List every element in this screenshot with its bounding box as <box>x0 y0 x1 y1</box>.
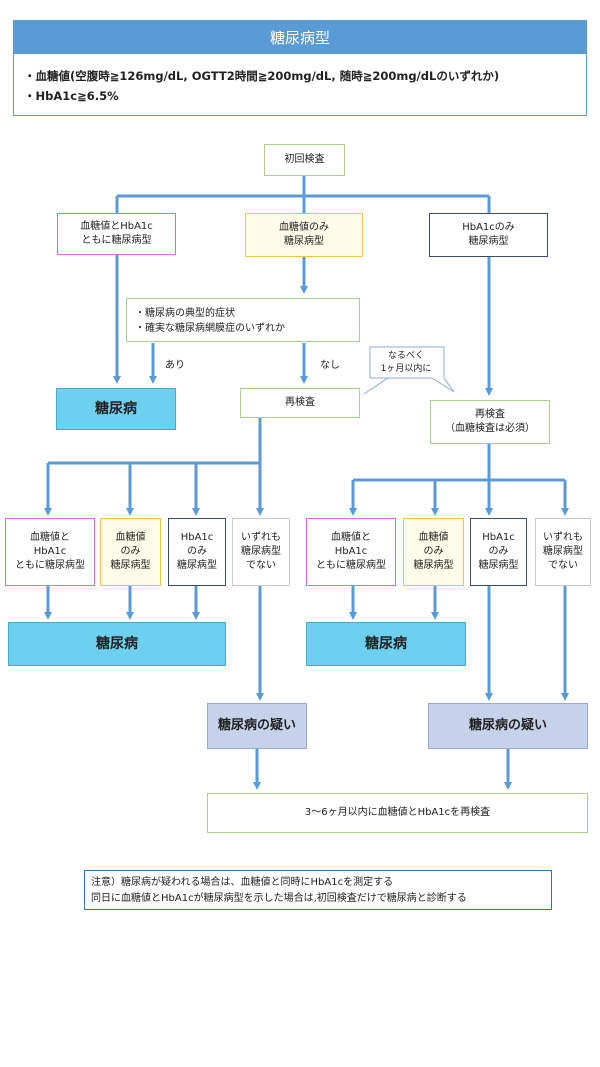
left-result-both-line3: ともに糖尿病型 <box>15 560 85 571</box>
diagnosis-box-right: 糖尿病 <box>306 622 466 666</box>
diagnosis-box-left: 糖尿病 <box>8 622 226 666</box>
suspected-box-left: 糖尿病の疑い <box>207 703 307 749</box>
branch-glucose-line1: 血糖値のみ <box>279 222 329 233</box>
criteria-hba1c: ・HbA1c≧6.5% <box>24 89 119 103</box>
branch-both-line1: 血糖値とHbA1c <box>80 221 153 232</box>
diagnosis-label-left: 糖尿病 <box>96 636 138 652</box>
left-result-hba1c-line1: HbA1c <box>180 532 214 543</box>
branch-hba1c-box: HbA1cのみ 糖尿病型 <box>429 213 548 257</box>
branch-glucose-line2: 糖尿病型 <box>284 236 324 247</box>
right-result-hba1c-line1: HbA1c <box>482 532 515 543</box>
left-result-none: いずれも 糖尿病型 でない <box>232 518 290 586</box>
suspected-label-right: 糖尿病の疑い <box>468 718 547 733</box>
branch-both-line2: ともに糖尿病型 <box>81 235 152 246</box>
note-box: 注意）糖尿病が疑われる場合は、血糖値と同時にHbA1cを測定する 同日に血糖値と… <box>84 870 552 910</box>
left-result-none-line2: 糖尿病型 <box>241 546 281 557</box>
callout-text: なるべく 1ヶ月以内に <box>370 350 442 376</box>
retest-right-line1: 再検査 <box>475 409 505 420</box>
left-result-glucose-line3: 糖尿病型 <box>110 560 151 571</box>
left-result-glucose-line1: 血糖値 <box>115 532 146 543</box>
note-line2: 同日に血糖値とHbA1cが糖尿病型を示した場合は,初回検査だけで糖尿病と診断する <box>91 893 467 904</box>
right-result-both-line2: HbA1c <box>334 546 368 557</box>
label-no: なし <box>320 360 340 371</box>
retest-left-label: 再検査 <box>285 397 315 408</box>
criteria-box: ・血糖値(空腹時≧126mg/dL, OGTT2時間≧200mg/dL, 随時≧… <box>13 54 587 116</box>
diagnosis-label-right: 糖尿病 <box>365 636 407 652</box>
header-title: 糖尿病型 <box>13 20 587 54</box>
right-result-hba1c: HbA1c のみ 糖尿病型 <box>470 518 527 586</box>
right-result-both: 血糖値と HbA1c ともに糖尿病型 <box>306 518 396 586</box>
right-result-both-line3: ともに糖尿病型 <box>316 560 386 571</box>
right-result-none-line2: 糖尿病型 <box>543 546 583 557</box>
left-result-hba1c: HbA1c のみ 糖尿病型 <box>168 518 226 586</box>
condition-line1: ・糖尿病の典型的症状 <box>135 308 235 319</box>
left-result-both: 血糖値と HbA1c ともに糖尿病型 <box>5 518 95 586</box>
left-result-none-line3: でない <box>246 560 276 571</box>
right-result-glucose: 血糖値 のみ 糖尿病型 <box>403 518 464 586</box>
left-result-both-line1: 血糖値と <box>30 532 70 543</box>
branch-glucose-box: 血糖値のみ 糖尿病型 <box>245 213 363 257</box>
callout-line1: なるべく <box>387 351 424 361</box>
diagnosis-box-top: 糖尿病 <box>56 388 176 430</box>
branch-hba1c-line2: 糖尿病型 <box>468 236 509 247</box>
right-result-none-line1: いずれも <box>543 532 583 543</box>
final-retest-label: 3〜6ヶ月以内に血糖値とHbA1cを再検査 <box>304 807 491 818</box>
label-yes: あり <box>165 360 185 371</box>
condition-line2: ・確実な糖尿病網膜症のいずれか <box>135 323 285 334</box>
initial-test-box: 初回検査 <box>264 144 345 176</box>
retest-right-box: 再検査 （血糖検査は必須） <box>430 400 550 444</box>
retest-left-box: 再検査 <box>240 388 360 418</box>
left-result-none-line1: いずれも <box>241 532 281 543</box>
callout-bubble <box>363 346 455 395</box>
left-result-glucose: 血糖値 のみ 糖尿病型 <box>100 518 161 586</box>
retest-right-line2: （血糖検査は必須） <box>445 423 535 434</box>
left-result-both-line2: HbA1c <box>33 546 67 557</box>
condition-box: ・糖尿病の典型的症状 ・確実な糖尿病網膜症のいずれか <box>126 298 360 342</box>
left-result-hba1c-line2: のみ <box>187 546 207 557</box>
diagnosis-label-top: 糖尿病 <box>95 401 137 417</box>
branch-both-box: 血糖値とHbA1c ともに糖尿病型 <box>57 213 176 255</box>
left-result-hba1c-line3: 糖尿病型 <box>177 560 217 571</box>
right-result-none: いずれも 糖尿病型 でない <box>535 518 591 586</box>
right-result-glucose-line3: 糖尿病型 <box>413 560 454 571</box>
note-line1: 注意）糖尿病が疑われる場合は、血糖値と同時にHbA1cを測定する <box>91 877 394 888</box>
branch-hba1c-line1: HbA1cのみ <box>462 222 515 233</box>
right-result-hba1c-line2: のみ <box>488 546 509 557</box>
callout-line2: 1ヶ月以内に <box>380 364 432 374</box>
final-retest-box: 3〜6ヶ月以内に血糖値とHbA1cを再検査 <box>207 793 588 833</box>
criteria-glucose: ・血糖値(空腹時≧126mg/dL, OGTT2時間≧200mg/dL, 随時≧… <box>24 69 500 83</box>
right-result-hba1c-line3: 糖尿病型 <box>478 560 519 571</box>
right-result-glucose-line2: のみ <box>423 546 444 557</box>
suspected-label-left: 糖尿病の疑い <box>217 718 296 733</box>
initial-test-label: 初回検査 <box>284 154 325 165</box>
right-result-glucose-line1: 血糖値 <box>418 532 449 543</box>
suspected-box-right: 糖尿病の疑い <box>428 703 588 749</box>
right-result-none-line3: でない <box>548 560 578 571</box>
left-result-glucose-line2: のみ <box>120 546 141 557</box>
right-result-both-line1: 血糖値と <box>331 532 371 543</box>
